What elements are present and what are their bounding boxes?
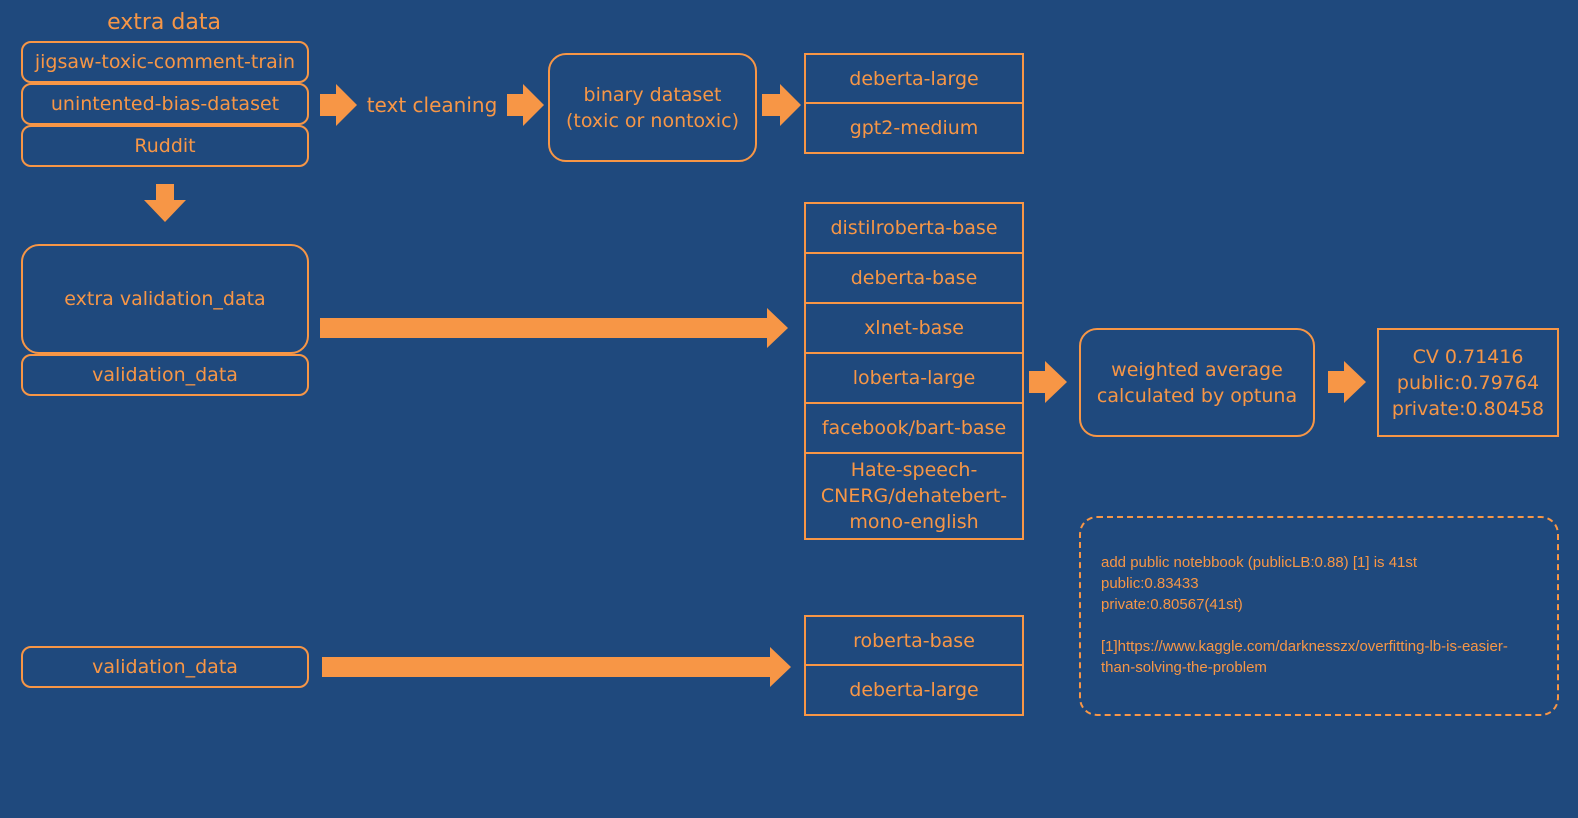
model-xlnet-base: xlnet-base [806,304,1022,354]
model-roberta-base: roberta-base [806,617,1022,667]
binary-dataset-box: binary dataset (toxic or nontoxic) [548,53,757,162]
arrow-right-2 [507,84,544,126]
note-box: add public notebbook (publicLB:0.88) [1]… [1079,516,1559,716]
note-line3: private:0.80567(41st) [1101,596,1243,613]
model-distilroberta-base: distilroberta-base [806,204,1022,254]
extra-data-item-ruddit: Ruddit [21,125,309,167]
arrow-right-3 [762,84,801,126]
weighted-line2: calculated by optuna [1096,384,1298,407]
binary-dataset-line1: binary dataset [583,83,722,106]
extra-validation-box: extra validation_data [21,244,309,354]
arrow-down [144,184,186,222]
model-deberta-base: deberta-base [806,254,1022,304]
text-cleaning-label: text cleaning [366,93,498,117]
bottom-models-stack: roberta-base deberta-large [804,615,1024,716]
note-line2: public:0.83433 [1101,575,1199,592]
arrow-right-4 [1029,361,1067,403]
score-public: public:0.79764 [1396,371,1540,394]
arrow-right-5 [1328,361,1366,403]
validation-data-box-1: validation_data [21,354,309,396]
extra-data-title: extra data [107,10,221,35]
note-line1: add public notebbook (publicLB:0.88) [1]… [1101,554,1418,571]
model-deberta-large-top: deberta-large [806,55,1022,105]
model-gpt2-medium: gpt2-medium [849,117,979,139]
binary-dataset-line2: (toxic or nontoxic) [566,109,739,132]
binary-models-stack: deberta-large gpt2-medium [804,53,1024,154]
extra-data-item-unintended-bias: unintented-bias-dataset [21,83,309,125]
validation-data-box-2: validation_data [21,646,309,688]
model-deberta-large-bottom: deberta-large [849,679,979,701]
score-cv: CV 0.71416 [1412,345,1524,368]
score-private: private:0.80458 [1391,397,1545,420]
note-spacer [1101,615,1537,636]
scores-box: CV 0.71416 public:0.79764 private:0.8045… [1377,328,1559,437]
arrow-right-1 [320,84,357,126]
model-facebook-bart-base: facebook/bart-base [806,404,1022,454]
model-loberta-large: loberta-large [806,354,1022,404]
extra-data-item-jigsaw: jigsaw-toxic-comment-train [21,41,309,83]
arrow-long-bottom [322,647,791,687]
middle-models-stack: distilroberta-base deberta-base xlnet-ba… [804,202,1024,540]
weighted-average-box: weighted average calculated by optuna [1079,328,1315,437]
arrow-long-middle [320,308,788,348]
model-hate-speech-dehatebert: Hate-speech-CNERG/dehatebert-mono-englis… [820,459,1008,533]
note-reference: [1]https://www.kaggle.com/darknesszx/ove… [1101,638,1508,676]
weighted-line1: weighted average [1111,358,1283,381]
